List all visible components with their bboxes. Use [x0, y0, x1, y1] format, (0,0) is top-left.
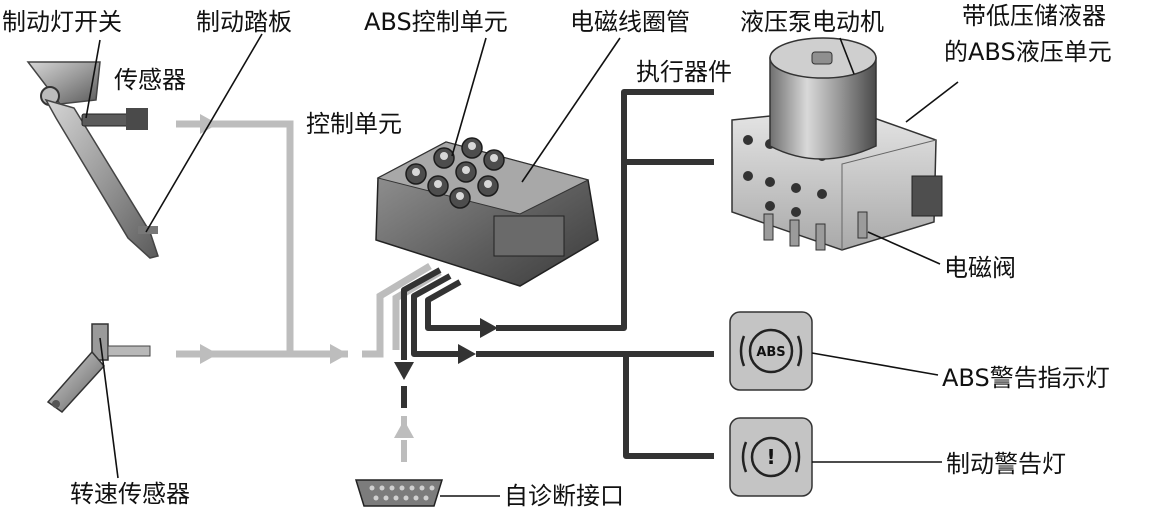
control-signal-wires	[401, 89, 714, 459]
label-abs-control-unit: ABS控制单元	[364, 8, 508, 36]
brake-warning-lamp-illustration: !	[729, 417, 813, 497]
brake-light-switch-illustration	[81, 108, 148, 130]
brake-lamp-symbol: !	[766, 445, 775, 469]
label-control-unit: 控制单元	[306, 110, 402, 138]
label-abs-hydraulic-unit-line2: 的ABS液压单元	[944, 38, 1112, 66]
label-actuator: 执行器件	[636, 58, 732, 86]
label-brake-warning-lamp: 制动警告灯	[946, 450, 1066, 478]
label-brake-pedal: 制动踏板	[196, 8, 292, 36]
label-abs-warning-lamp: ABS警告指示灯	[942, 364, 1110, 392]
labels: 制动灯开关 制动踏板 ABS控制单元 电磁线圈管 液压泵电动机 带低压储液器 的…	[2, 2, 1112, 510]
label-abs-hydraulic-unit-line1: 带低压储液器	[962, 2, 1106, 30]
diagnostic-connector-illustration	[354, 479, 444, 507]
abs-warning-lamp-illustration: ABS	[729, 311, 813, 391]
wheel-speed-sensor-illustration	[46, 323, 151, 413]
label-sensor: 传感器	[114, 66, 186, 94]
label-solenoid-valve: 电磁阀	[944, 254, 1016, 282]
abs-hydraulic-unit-illustration	[731, 37, 943, 251]
abs-control-unit-illustration	[375, 137, 599, 287]
label-wheel-speed-sensor: 转速传感器	[70, 480, 190, 508]
control-signal-arrowheads	[394, 318, 498, 380]
label-diagnostic-port: 自诊断接口	[504, 482, 624, 510]
label-brake-light-switch: 制动灯开关	[2, 8, 122, 36]
leader-lines	[85, 33, 959, 497]
label-solenoid-coil: 电磁线圈管	[570, 8, 690, 36]
brake-pedal-illustration	[26, 61, 159, 259]
diagnostic-dashed-line	[394, 386, 414, 462]
sensor-flow-arrowheads	[200, 114, 348, 364]
label-pump-motor: 液压泵电动机	[740, 8, 884, 36]
abs-lamp-symbol: ABS	[756, 345, 785, 360]
